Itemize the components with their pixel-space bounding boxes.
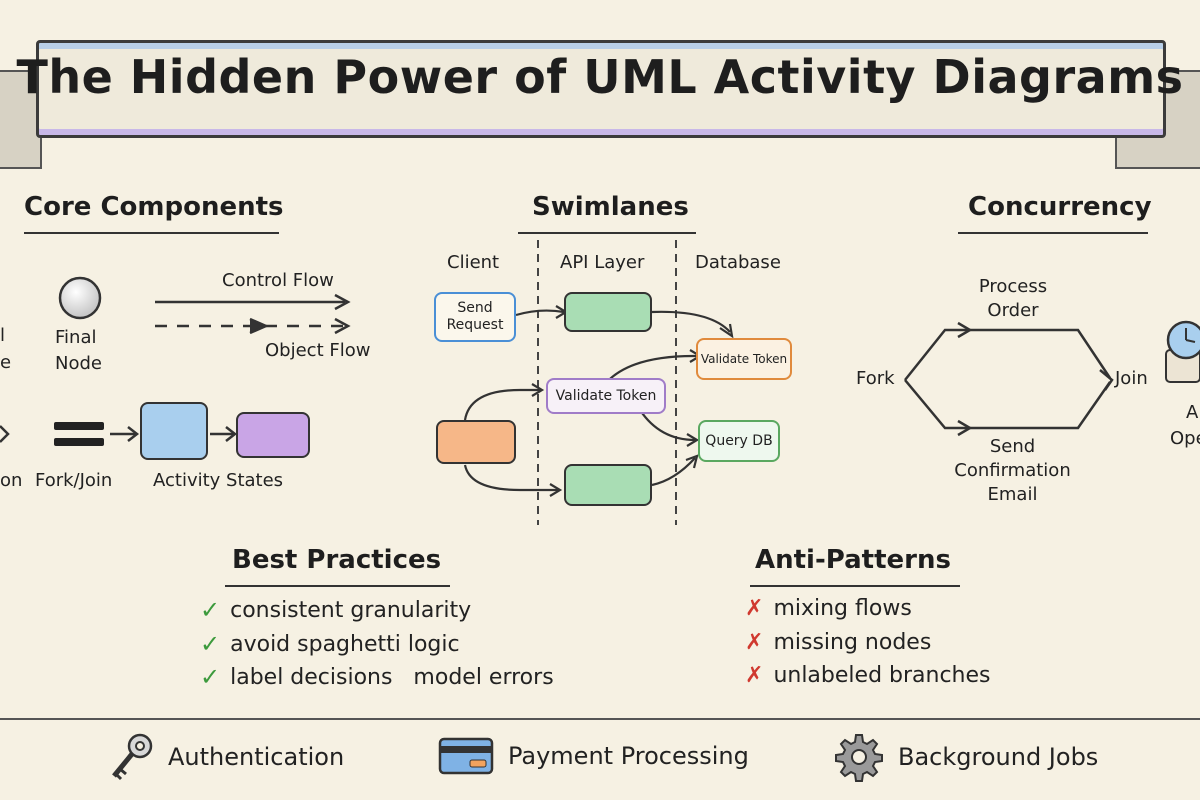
partial-label-ope: Ope	[1170, 428, 1200, 449]
fork-join-bars	[54, 422, 104, 446]
swimlane-connectors	[463, 240, 734, 525]
footer-authentication: Authentication	[108, 732, 344, 782]
flow-arrows	[155, 293, 351, 335]
api-green-node-bottom	[564, 464, 652, 506]
swimlanes-heading: Swimlanes	[532, 192, 689, 222]
credit-card-icon	[438, 737, 494, 775]
anti-pattern-item: ✗ mixing flows	[745, 596, 912, 621]
concurrency-heading: Concurrency	[968, 192, 1152, 222]
check-icon: ✓	[200, 596, 221, 624]
lane-client: Client	[447, 252, 500, 273]
send-request-node: Send Request	[434, 292, 516, 342]
partial-label-3: on	[0, 470, 23, 491]
best-practice-text: label decisions model errors	[230, 664, 554, 690]
footer-payment-label: Payment Processing	[508, 742, 749, 770]
fork-label: Fork	[856, 368, 895, 389]
clock-icon	[1165, 320, 1200, 383]
lane-api-layer: API Layer	[560, 252, 645, 273]
best-practice-item: ✓ avoid spaghetti logic	[200, 630, 460, 658]
cross-icon: ✗	[745, 596, 764, 621]
anti-patterns-heading: Anti-Patterns	[755, 545, 951, 575]
partial-label-a: A	[1186, 402, 1199, 423]
footer-authentication-label: Authentication	[168, 743, 345, 771]
gear-icon	[835, 734, 883, 782]
query-db-node: Query DB	[698, 420, 780, 462]
anti-pattern-text: mixing flows	[773, 596, 912, 621]
object-flow-label: Object Flow	[265, 340, 371, 361]
query-db-label: Query DB	[705, 432, 773, 449]
cross-icon: ✗	[745, 663, 764, 688]
concurrency-underline	[958, 232, 1148, 234]
control-flow-label: Control Flow	[222, 270, 334, 291]
best-practice-text: avoid spaghetti logic	[230, 631, 460, 657]
core-components-underline	[24, 232, 279, 234]
best-practice-item: ✓ label decisions model errors	[200, 663, 554, 691]
anti-pattern-text: missing nodes	[773, 630, 932, 655]
best-practices-underline	[225, 585, 450, 587]
client-orange-node	[436, 420, 516, 464]
anti-pattern-item: ✗ unlabeled branches	[745, 663, 991, 688]
concurrency-arrows	[904, 321, 1114, 437]
check-icon: ✓	[200, 630, 221, 658]
best-practice-item: ✓ consistent granularity	[200, 596, 471, 624]
validate-token-db-label: Validate Token	[700, 351, 788, 366]
lane-database: Database	[695, 252, 781, 273]
join-label: Join	[1115, 368, 1148, 389]
activity-state-purple	[236, 412, 310, 458]
validate-token-api-label: Validate Token	[555, 387, 657, 404]
anti-patterns-underline	[750, 585, 960, 587]
activity-state-blue	[140, 402, 208, 460]
anti-pattern-item: ✗ missing nodes	[745, 630, 931, 655]
fork-to-activity-arrow	[110, 426, 140, 442]
activity-states-label: Activity States	[153, 470, 284, 491]
core-components-heading: Core Components	[24, 192, 284, 222]
partial-label-1: l	[0, 325, 6, 346]
validate-token-api-node: Validate Token	[546, 378, 666, 414]
banner-ribbon-left	[0, 70, 42, 169]
key-icon	[112, 733, 153, 781]
best-practice-text: consistent granularity	[230, 597, 472, 623]
partial-arrow	[0, 425, 10, 443]
swimlanes-underline	[518, 232, 696, 234]
process-order-label: Process Order	[978, 276, 1048, 321]
check-icon: ✓	[200, 663, 221, 691]
validate-token-db-node: Validate Token	[696, 338, 792, 380]
footer-divider	[0, 718, 1200, 720]
activity-arrow	[210, 426, 238, 442]
anti-pattern-text: unlabeled branches	[773, 663, 991, 688]
final-node-circle	[58, 276, 102, 320]
fork-join-label: Fork/Join	[35, 470, 113, 491]
page-title: The Hidden Power of UML Activity Diagram…	[16, 50, 1184, 104]
footer-payment-processing: Payment Processing	[438, 736, 749, 776]
footer-background-jobs-label: Background Jobs	[898, 743, 1099, 771]
final-node-label: Final Node	[55, 327, 102, 374]
send-request-label: Send Request	[446, 300, 504, 333]
best-practices-heading: Best Practices	[232, 545, 442, 575]
title-banner	[36, 40, 1166, 138]
footer-background-jobs: Background Jobs	[834, 732, 1098, 782]
partial-label-2: e	[0, 352, 12, 373]
api-green-node-top	[564, 292, 652, 332]
send-email-label: Send Confirmation Email	[954, 436, 1071, 505]
cross-icon: ✗	[745, 630, 764, 655]
